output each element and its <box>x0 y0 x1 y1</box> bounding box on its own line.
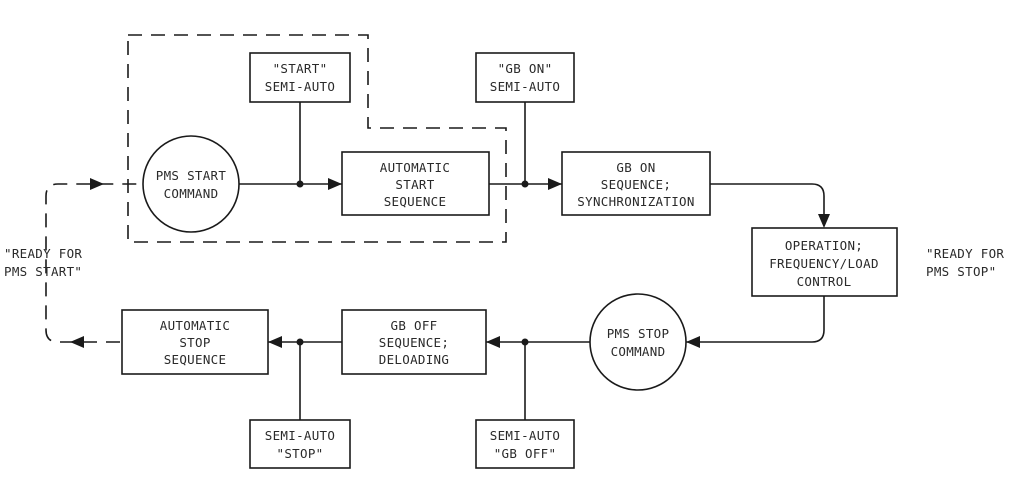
node-gb-on-semi-auto-line1: "GB ON" <box>498 61 553 76</box>
arrowhead-operation <box>818 214 830 228</box>
node-operation: OPERATION; FREQUENCY/LOAD CONTROL <box>751 227 898 297</box>
node-auto-start-line1: AUTOMATIC <box>380 160 450 175</box>
node-gb-off-seq-line3: DELOADING <box>379 352 449 367</box>
connector-gb-on-to-operation <box>710 183 825 226</box>
node-pms-start-command: PMS START COMMAND <box>142 135 240 233</box>
label-ready-for-pms-stop: "READY FOR PMS STOP" <box>926 246 1004 279</box>
junction-dot-gb-on <box>521 180 529 188</box>
label-ready-stop-line1: "READY FOR <box>926 246 1004 261</box>
node-auto-start-line3: SEQUENCE <box>384 194 447 209</box>
node-semi-gb-off-line2: "GB OFF" <box>494 446 557 461</box>
node-pms-stop-command: PMS STOP COMMAND <box>589 293 687 391</box>
start-group-dashed-boundary <box>127 34 507 243</box>
node-semi-auto-gb-off: SEMI-AUTO "GB OFF" <box>475 419 575 469</box>
node-auto-stop-line2: STOP <box>179 335 210 350</box>
arrowhead-gb-on-seq <box>548 178 562 190</box>
node-semi-auto-stop: SEMI-AUTO "STOP" <box>249 419 351 469</box>
node-auto-start-line2: START <box>395 177 434 192</box>
ready-loop-dashed-line <box>45 183 140 343</box>
node-operation-line3: CONTROL <box>797 274 852 289</box>
node-gb-on-semi-auto: "GB ON" SEMI-AUTO <box>475 52 575 103</box>
node-semi-stop-line1: SEMI-AUTO <box>265 428 335 443</box>
junction-dot-start <box>296 180 304 188</box>
ready-loop-arrowhead-right <box>90 178 104 190</box>
node-start-semi-auto-line1: "START" <box>273 61 328 76</box>
node-automatic-stop-sequence: AUTOMATIC STOP SEQUENCE <box>121 309 269 375</box>
node-gb-on-seq-line2: SEQUENCE; <box>601 177 671 192</box>
node-automatic-start-sequence: AUTOMATIC START SEQUENCE <box>341 151 490 216</box>
ready-loop-arrowhead-left <box>70 336 84 348</box>
arrowhead-auto-start <box>328 178 342 190</box>
junction-dot-gb-off <box>521 338 529 346</box>
node-gb-on-sequence: GB ON SEQUENCE; SYNCHRONIZATION <box>561 151 711 216</box>
node-gb-on-seq-line3: SYNCHRONIZATION <box>577 194 694 209</box>
arrowhead-pms-stop <box>686 336 700 348</box>
node-semi-gb-off-line1: SEMI-AUTO <box>490 428 560 443</box>
node-start-semi-auto-line2: SEMI-AUTO <box>265 79 335 94</box>
label-ready-stop-line2: PMS STOP" <box>926 264 996 279</box>
node-pms-start-line2: COMMAND <box>164 186 219 201</box>
node-auto-stop-line3: SEQUENCE <box>164 352 227 367</box>
node-pms-stop-line2: COMMAND <box>611 344 666 359</box>
node-gb-off-seq-line2: SEQUENCE; <box>379 335 449 350</box>
node-gb-off-sequence: GB OFF SEQUENCE; DELOADING <box>341 309 487 375</box>
connector-operation-to-pms-stop <box>686 296 825 343</box>
label-ready-start-line1: "READY FOR <box>4 246 82 261</box>
node-operation-line2: FREQUENCY/LOAD <box>769 256 879 271</box>
node-gb-off-seq-line1: GB OFF <box>391 318 438 333</box>
label-ready-start-line2: PMS START" <box>4 264 82 279</box>
arrowhead-auto-stop <box>268 336 282 348</box>
node-pms-stop-line1: PMS STOP <box>607 326 670 341</box>
label-ready-for-pms-start: "READY FOR PMS START" <box>4 246 82 279</box>
node-pms-start-line1: PMS START <box>156 168 227 183</box>
node-gb-on-seq-line1: GB ON <box>616 160 655 175</box>
node-semi-stop-line2: "STOP" <box>277 446 324 461</box>
junction-dot-stop <box>296 338 304 346</box>
node-start-semi-auto: "START" SEMI-AUTO <box>249 52 351 103</box>
node-auto-stop-line1: AUTOMATIC <box>160 318 230 333</box>
node-operation-line1: OPERATION; <box>785 238 863 253</box>
arrowhead-gb-off-seq <box>486 336 500 348</box>
node-gb-on-semi-auto-line2: SEMI-AUTO <box>490 79 560 94</box>
